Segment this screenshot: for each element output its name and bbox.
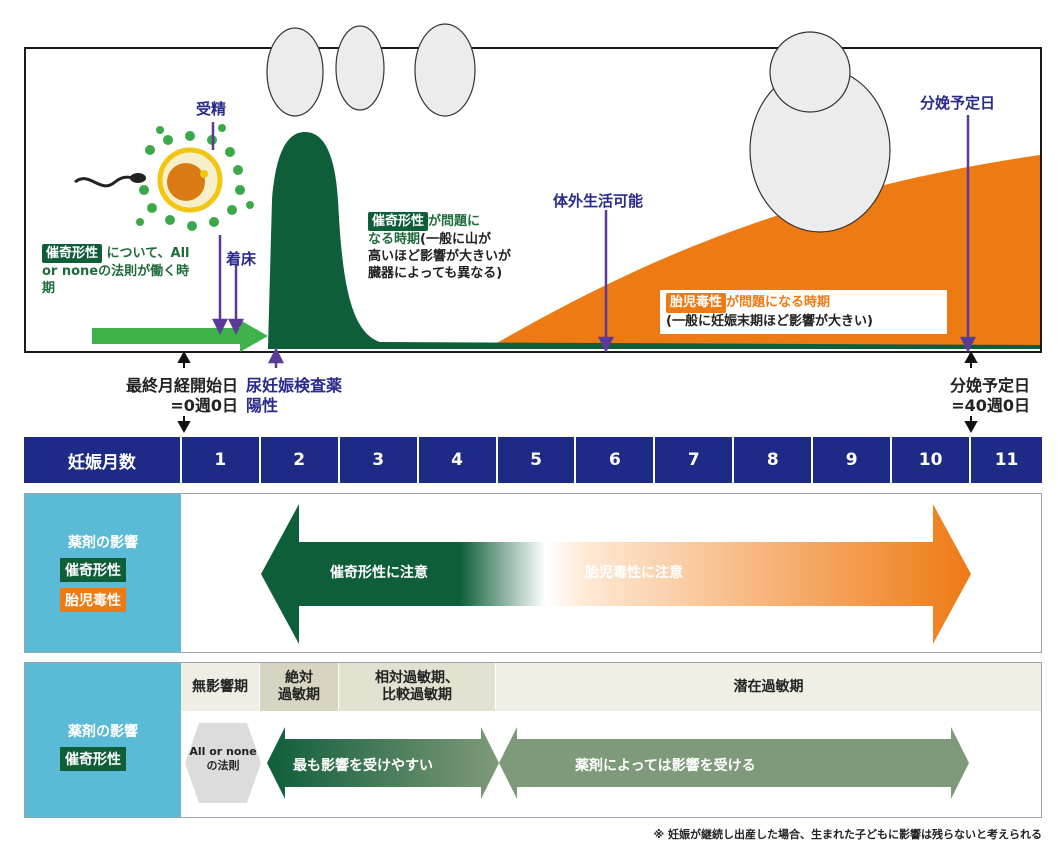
period-absolute-1: 絶対 [285,670,313,686]
month-cell: 7 [653,437,732,483]
period-relative-2: 比較過敏期 [382,687,452,703]
some-affected-arrow [499,727,969,799]
due-date-label: 分娩予定日 =40週0日 [920,376,1030,416]
month-cell: 3 [337,437,417,483]
teratogen-text1: が問題に [428,214,481,229]
arrow-some-affected-label: 薬剤によっては影響を受ける [575,758,756,774]
arrow-teratogen-label: 催奇形性に注意 [330,565,428,581]
month-cell: 2 [258,437,338,483]
teratogen-badge: 催奇形性 [368,212,429,231]
teratogen-fetotoxic-arrow [261,504,971,644]
panel2-badge-teratogen: 催奇形性 [60,747,126,771]
panel2-arrows [185,723,969,803]
ex-utero-viable-label: 体外生活可能 [553,192,644,210]
month-cell: 4 [416,437,496,483]
all-or-none-badge: 催奇形性 [42,244,103,263]
panel1-sidebar: 薬剤の影響 催奇形性 胎児毒性 [25,494,181,652]
timeline-chart [24,47,1042,353]
due-date-top-label: 分娩予定日 [920,94,996,112]
month-cell: 6 [574,437,653,483]
all-or-none-text: について、All or noneの法則が働く時期 [42,246,190,296]
due-line1: 分娩予定日 [949,376,1030,395]
fetotoxic-note: 胎児毒性が問題になる時期 (一般に妊娠末期ほど影響が大きい) [660,290,947,334]
panel1-arrows [261,504,971,644]
teratogen-text4: 高いほど影響が大きいが [368,249,512,264]
month-cell: 1 [179,437,259,483]
month-cell: 5 [495,437,575,483]
all-or-none-arrow [92,320,268,352]
urine-line1: 尿妊娠検査薬 [246,376,343,395]
drug-effect-panel-1: 薬剤の影響 催奇形性 胎児毒性 催奇形性に注意 胎児毒性に注意 [24,493,1042,653]
lmp-line1: 最終月経開始日 [125,376,238,395]
period-relative-1: 相対過敏期、 [375,670,459,686]
all-or-none-note: 催奇形性 について、All or noneの法則が働く時期 [42,244,202,297]
arrow-fetotoxic-label: 胎児毒性に注意 [585,565,683,581]
period-absolute: 絶対 過敏期 [260,663,338,711]
teratogen-text3: (一般に山が [420,232,491,247]
fertilization-label: 受精 [196,100,227,118]
month-cell: 8 [732,437,811,483]
fetotoxic-badge: 胎児毒性 [666,293,727,313]
arrow-most-affected-label: 最も影響を受けやすい [293,758,433,774]
most-affected-arrow [267,727,499,799]
embryo-illustrations [266,23,891,233]
all-or-none-2: の法則 [206,759,240,772]
month-cell: 9 [811,437,890,483]
footnote: ※ 妊娠が継続し出産した場合、生まれた子どもに影響は残らないと考えられる [653,828,1042,841]
all-or-none-rule: All or none の法則 [185,745,261,773]
period-latent: 潜在過敏期 [496,663,1041,711]
gestation-month-bar: 妊娠月数 1 2 3 4 5 6 7 8 9 10 11 [24,437,1042,483]
fetotoxic-text: が問題になる時期 [726,295,831,310]
fetotoxic-sub: (一般に妊娠末期ほど影響が大きい) [666,314,873,329]
panel2-title: 薬剤の影響 [68,724,138,740]
month-cell: 11 [969,437,1042,483]
implantation-label: 着床 [226,250,257,268]
due-line2: =40週0日 [951,396,1030,415]
egg-cell-icon [74,124,254,231]
lmp-line2: =0週0日 [170,396,238,415]
teratogen-note: 催奇形性が問題に なる時期(一般に山が 高いほど影響が大きいが 臓器によっても異… [368,212,568,282]
period-relative: 相対過敏期、 比較過敏期 [339,663,495,711]
urine-line2: 陽性 [246,396,279,415]
drug-effect-panel-2: 薬剤の影響 催奇形性 無影響期 絶対 過敏期 相対過敏期、 比較過敏期 潜在過敏… [24,662,1042,818]
lmp-label: 最終月経開始日 =0週0日 [90,376,238,416]
month-cell: 10 [890,437,969,483]
teratogen-text2: なる時期 [368,232,421,247]
period-absolute-2: 過敏期 [278,687,320,703]
all-or-none-1: All or none [189,745,257,758]
panel2-sidebar: 薬剤の影響 催奇形性 [25,663,181,817]
panel1-badge-fetotoxic: 胎児毒性 [60,588,126,612]
panel1-badge-teratogen: 催奇形性 [60,558,126,582]
all-or-none-shape [185,723,261,803]
urine-test-label: 尿妊娠検査薬 陽性 [246,376,342,416]
teratogen-text5: 臓器によっても異なる) [368,266,503,281]
period-none: 無影響期 [181,663,259,711]
panel1-title: 薬剤の影響 [68,535,138,551]
month-bar-label: 妊娠月数 [67,452,136,473]
teratogen-peak [268,132,1040,349]
